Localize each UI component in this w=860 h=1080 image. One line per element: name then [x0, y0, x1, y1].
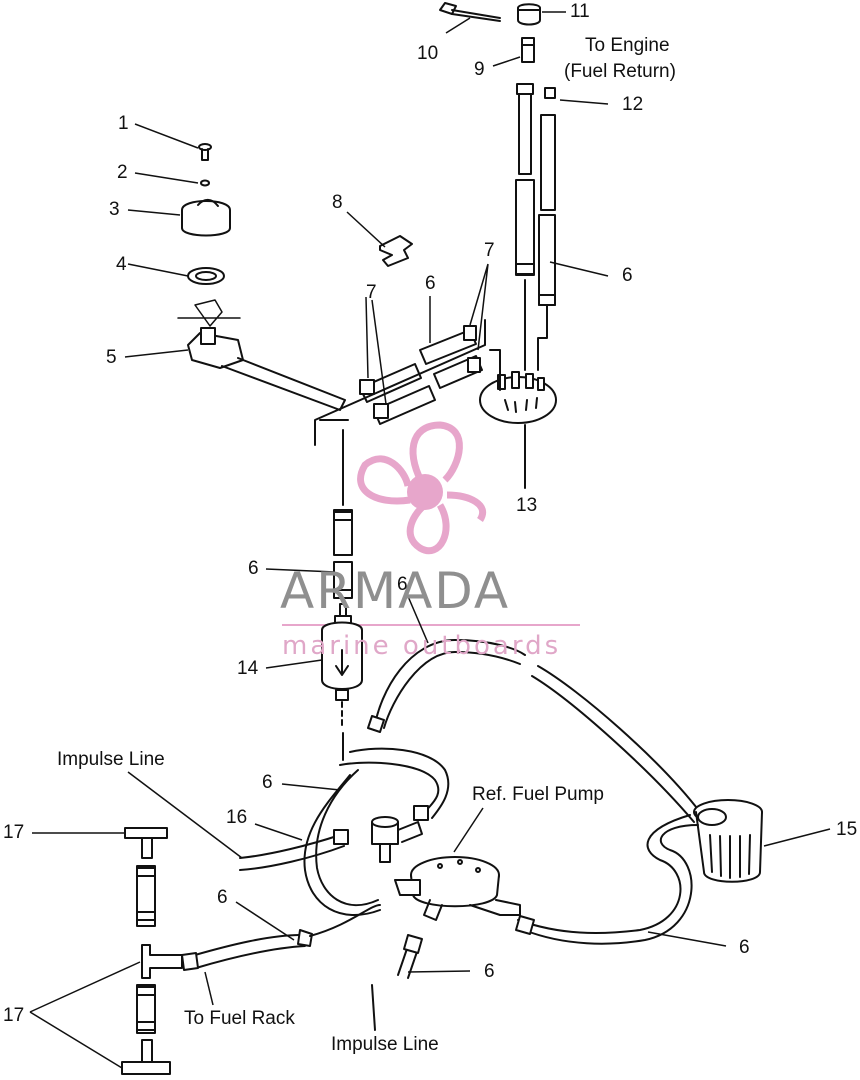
tee-fitting-top — [124, 827, 168, 927]
fuel-filter — [321, 615, 363, 761]
washer — [200, 179, 210, 187]
filter-inlet-hose — [333, 429, 353, 617]
watermark-brand: ARMADA — [280, 562, 511, 620]
callout-7: 7 — [366, 282, 377, 303]
callout-1: 1 — [118, 113, 129, 134]
callout-6: 6 — [622, 265, 633, 286]
callout-6: 6 — [425, 273, 436, 294]
callout-2: 2 — [117, 162, 128, 183]
check-valve — [371, 805, 429, 863]
callout-16: 16 — [226, 807, 248, 828]
connecting-hoses — [314, 319, 501, 446]
callout-7: 7 — [484, 240, 495, 261]
callout-10: 10 — [417, 43, 439, 64]
return-hose-left — [515, 83, 535, 371]
leader-lines — [29, 11, 831, 1069]
hose-clip — [379, 235, 413, 267]
drain-plug — [439, 2, 501, 22]
callout-11: 11 — [570, 1, 590, 22]
callout-3: 3 — [109, 199, 120, 220]
callout-6: 6 — [217, 887, 228, 908]
callout-8: 8 — [332, 192, 343, 213]
callout-6: 6 — [262, 772, 273, 793]
callout-6: 6 — [248, 558, 259, 579]
propeller-icon — [357, 421, 486, 555]
tank-fitting-assembly — [187, 327, 349, 421]
connector-fitting — [521, 37, 535, 63]
label-impulse-line: Impulse Line — [331, 1034, 439, 1055]
watermark-tagline: marine outboards — [282, 631, 562, 661]
fuel-rack-hose — [181, 904, 381, 971]
callout-17: 17 — [3, 822, 25, 843]
callout-6: 6 — [397, 574, 408, 595]
filler-cap — [181, 198, 231, 237]
pump-impulse-hose — [371, 934, 423, 1031]
callout-4: 4 — [116, 254, 127, 275]
callout-17: 17 — [3, 1005, 25, 1026]
callout-5: 5 — [106, 347, 117, 368]
tee-fitting-middle — [141, 944, 183, 979]
impulse-hose — [239, 829, 349, 871]
tank-supply-hose — [367, 639, 701, 823]
callout-14: 14 — [237, 658, 259, 679]
callout-13: 13 — [516, 495, 538, 516]
fuel-pump — [394, 856, 521, 921]
label-to-fuel-rack: To Fuel Rack — [184, 1008, 295, 1029]
gasket-ring — [187, 267, 225, 285]
callout-15: 15 — [836, 819, 858, 840]
lower-hose-loop — [303, 747, 450, 916]
label-ref-fuel-pump: Ref. Fuel Pump — [472, 784, 604, 805]
tee-fitting-bottom — [121, 984, 171, 1075]
return-hose-right — [537, 87, 556, 371]
callout-6: 6 — [484, 961, 495, 982]
screw — [198, 143, 212, 161]
callout-12: 12 — [622, 94, 644, 115]
label-to-engine: To Engine — [585, 35, 670, 56]
callout-9: 9 — [474, 59, 485, 80]
label-fuel-return: (Fuel Return) — [564, 61, 676, 82]
label-impulse-line: Impulse Line — [57, 749, 165, 770]
cap-outline — [177, 299, 241, 327]
tank-pickup-filter — [693, 799, 763, 883]
tank-fitting-plate — [479, 371, 557, 489]
callout-6: 6 — [739, 937, 750, 958]
cap-fitting — [517, 3, 541, 26]
pump-outlet-hose — [515, 814, 699, 945]
